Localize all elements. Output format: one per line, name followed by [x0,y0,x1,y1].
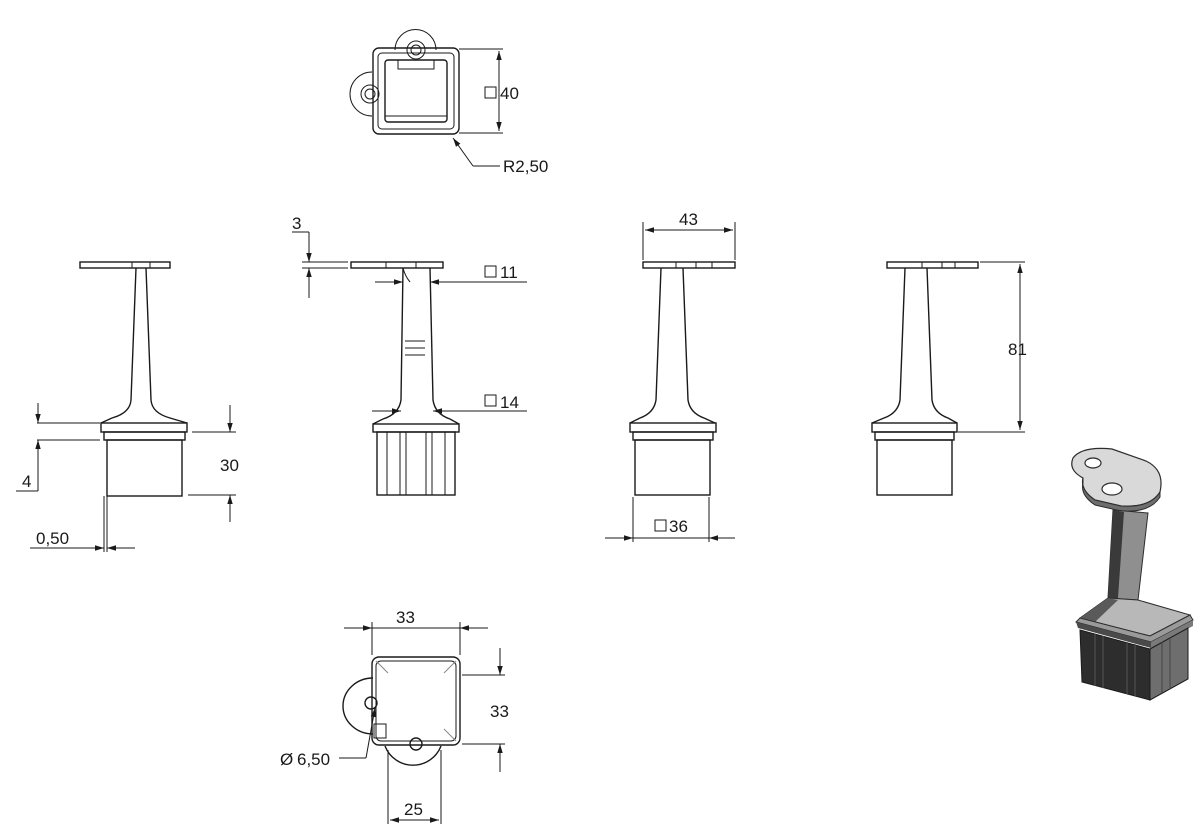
dim-hole-spacing: 25 [404,800,423,819]
dim-wall-offset: 0,50 [36,529,69,548]
dim-collar-height: 4 [22,472,31,491]
front-view-2: 3 11 14 [292,214,527,496]
dim-flange-thickness: 3 [292,214,301,233]
square-symbol [484,86,497,99]
top-view: 40 R2,50 [349,29,548,176]
dim-tube-height: 30 [220,456,239,475]
front-view-left: 4 30 0,50 [16,261,239,552]
square-symbol [484,394,497,407]
dim-post-top-square: 11 [500,263,518,282]
square-symbol [484,265,497,278]
dim-top-radius: R2,50 [503,157,548,176]
dim-plate-depth: 33 [490,702,509,721]
bottom-view: 33 33 Ø 6,50 25 [280,608,509,824]
dim-post-bottom-square: 14 [500,393,519,412]
dim-overall-height: 81 [1008,340,1027,359]
diameter-symbol: Ø [280,750,293,769]
dim-plate-width: 33 [396,608,415,627]
isometric-view [1071,447,1194,701]
dim-top-square: 40 [500,84,519,103]
dim-hole-diameter: 6,50 [297,750,330,769]
front-view-3: 43 36 [605,210,736,542]
front-view-4: 81 [871,261,1027,496]
square-symbol [654,519,667,532]
dim-flange-width: 43 [679,210,698,229]
dim-base-square: 36 [669,517,688,536]
